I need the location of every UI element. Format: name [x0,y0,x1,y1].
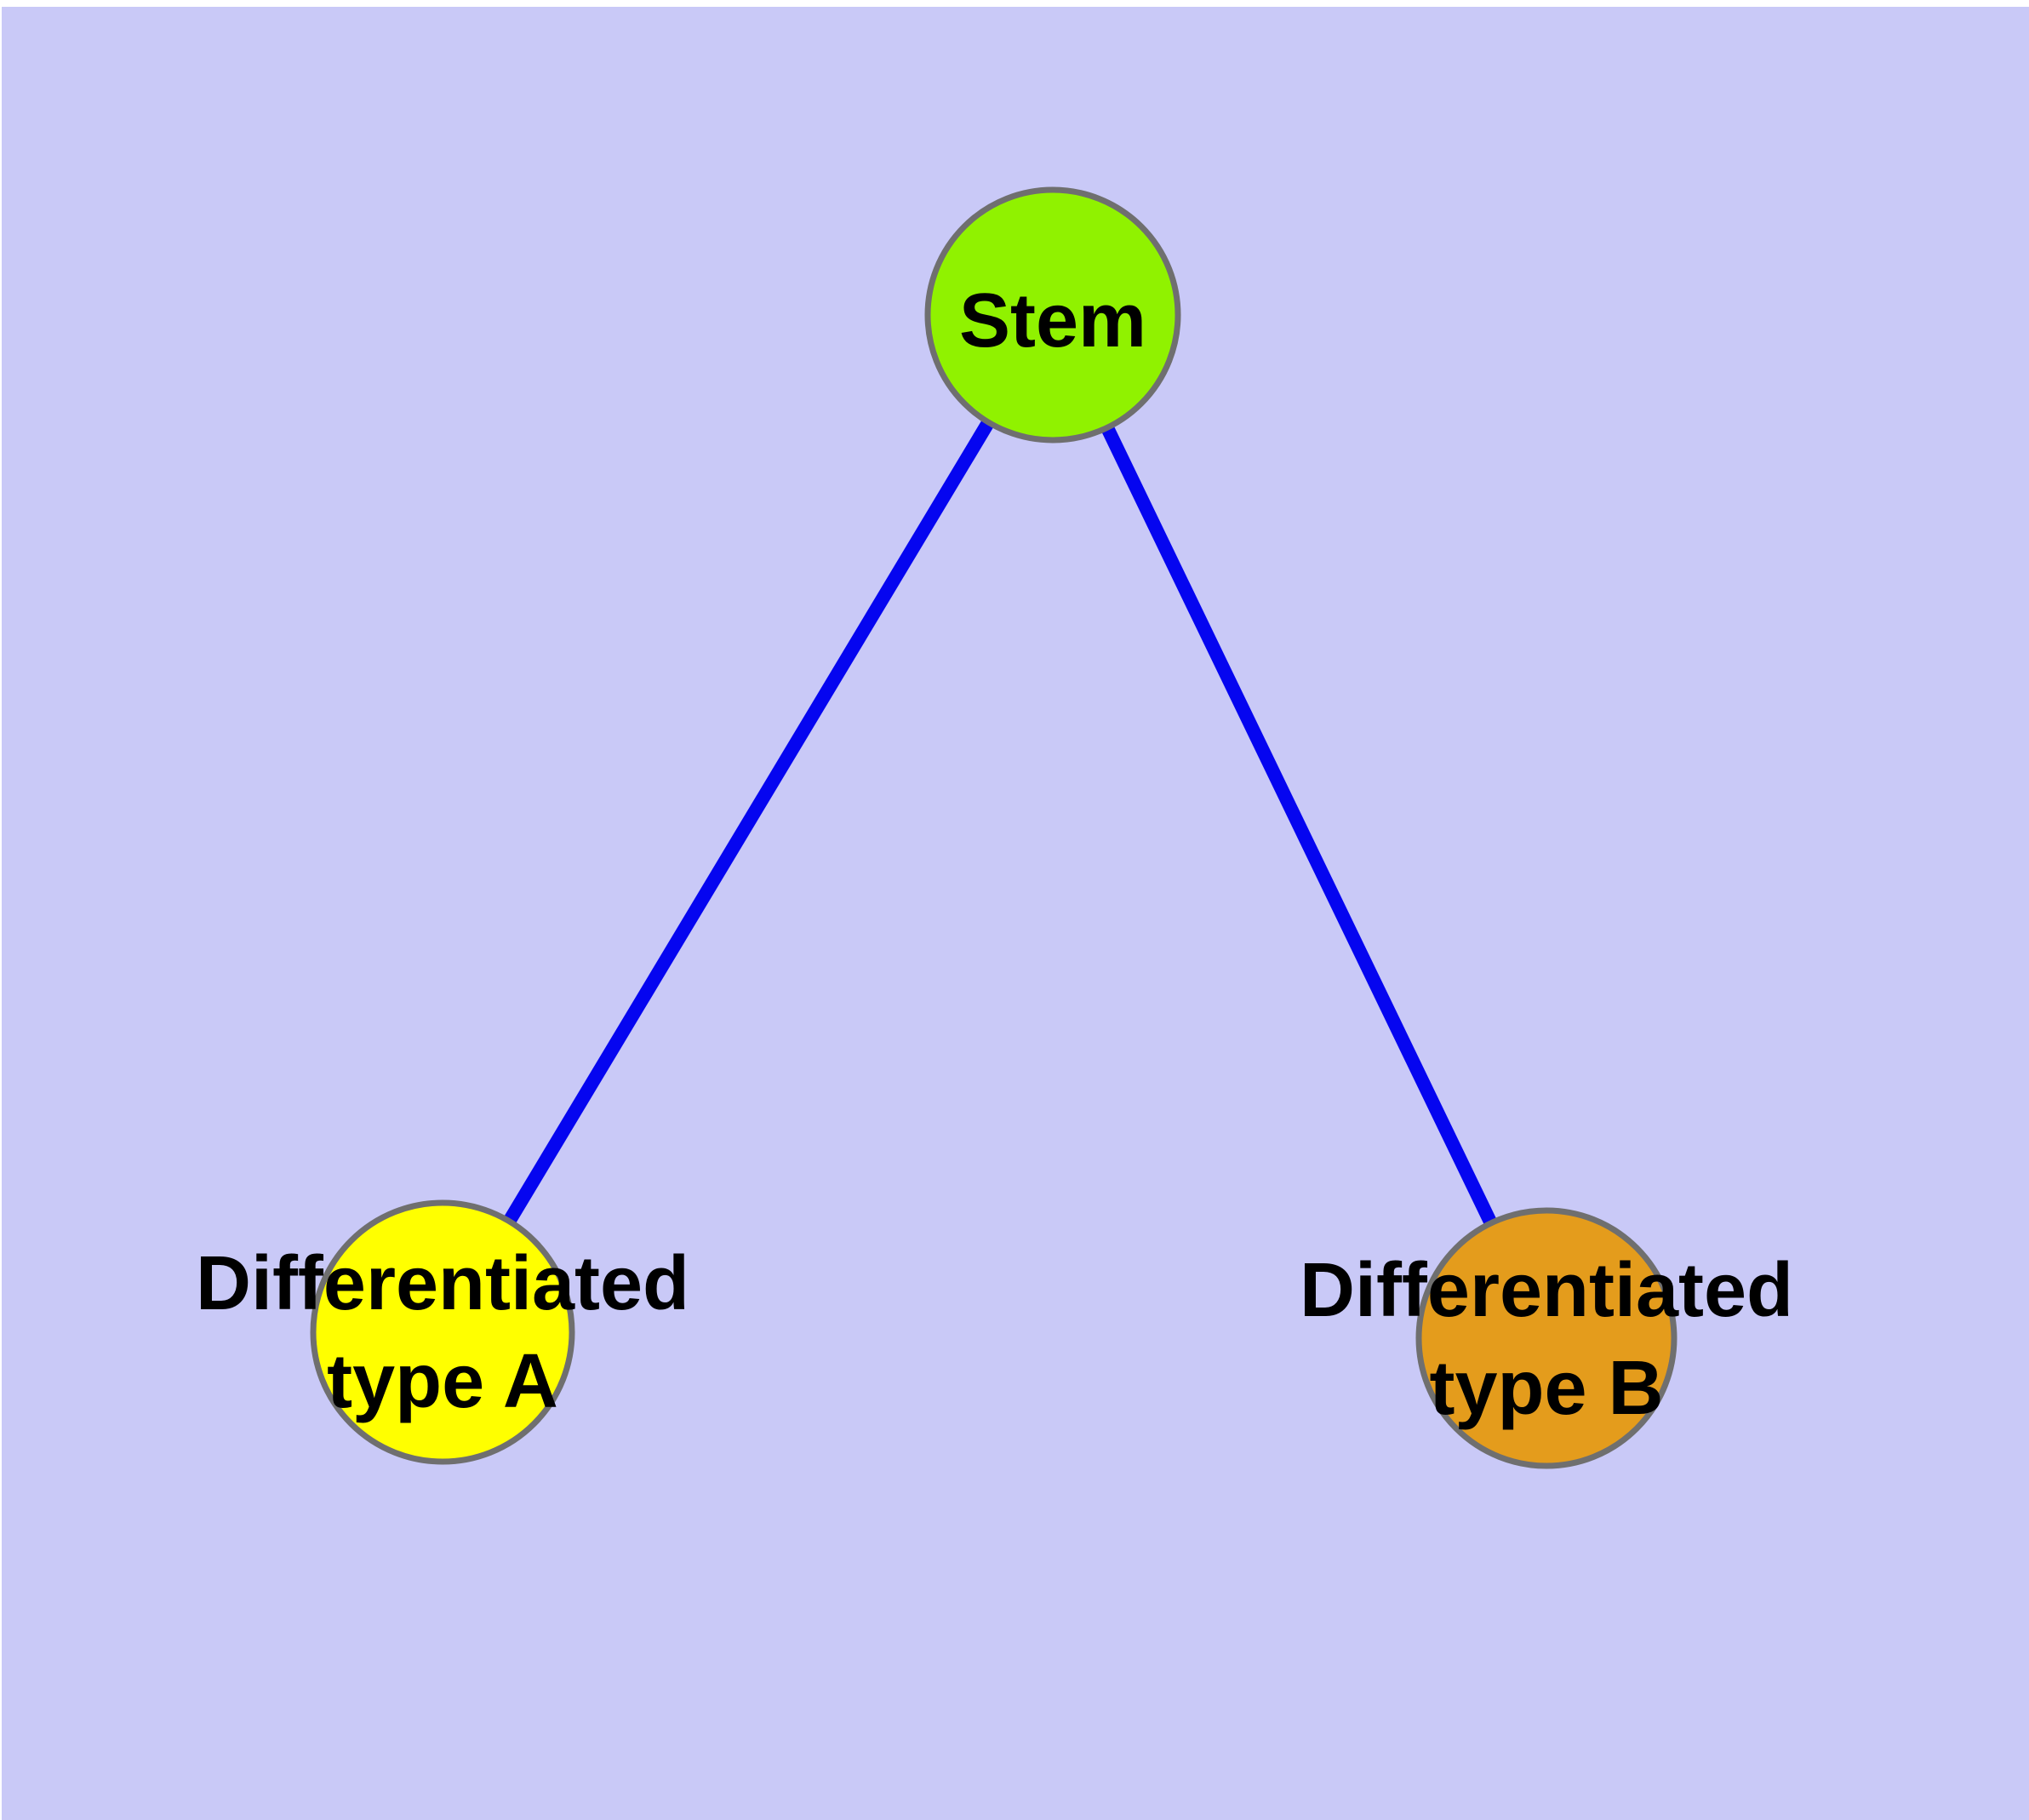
node-label-stem: Stem [959,278,1146,363]
node-label-type-a-line1: Differentiated [196,1241,689,1326]
node-differentiated-type-b [1415,1207,1677,1469]
node-differentiated-type-a [310,1199,575,1465]
edge-stem-to-type-a [437,311,1059,1336]
node-label-type-b-line2: type B [1429,1346,1663,1431]
node-stem [924,186,1181,444]
node-label-type-b-line1: Differentiated [1300,1248,1793,1333]
node-label-type-a-line2: type A [327,1339,558,1424]
edge-stem-to-type-b [1046,312,1553,1342]
